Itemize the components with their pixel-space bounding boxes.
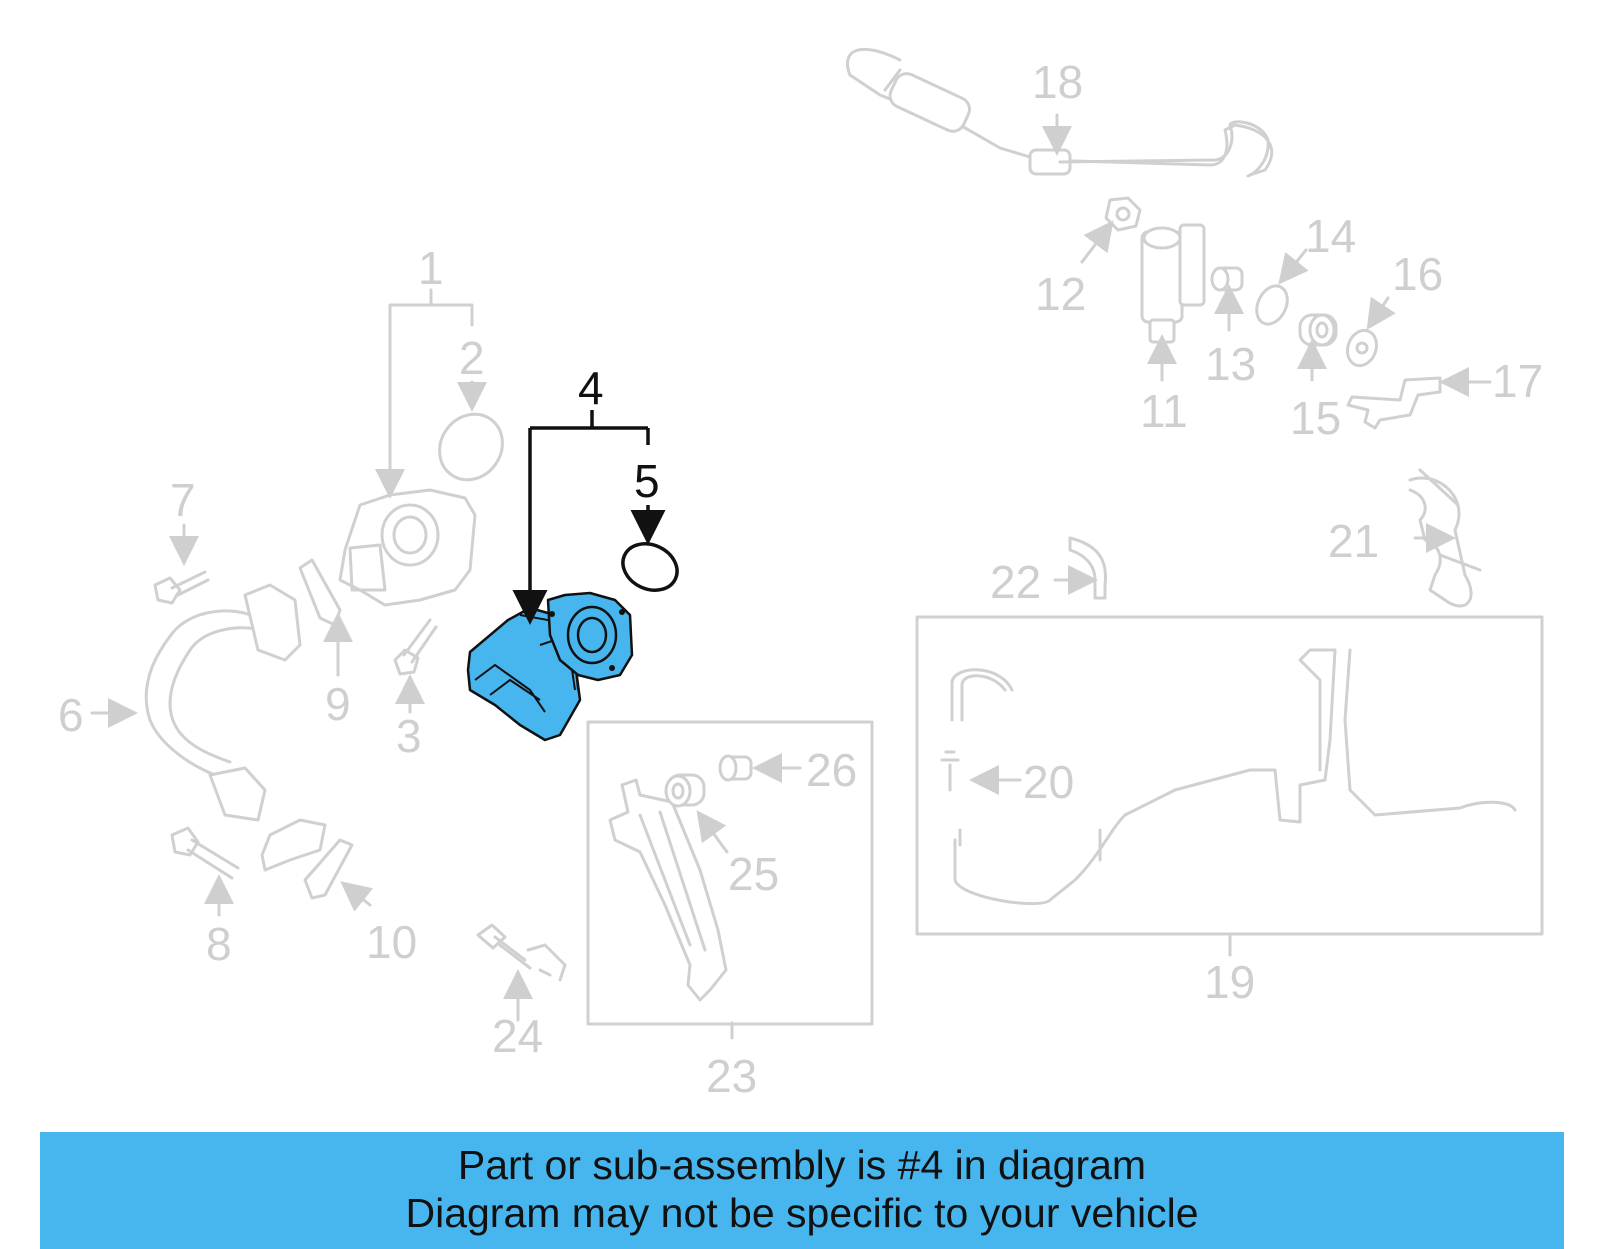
ring-part-14 — [1255, 284, 1289, 326]
callout-20: 20 — [1023, 756, 1074, 808]
callout-18: 18 — [1032, 56, 1083, 108]
hose-part-22 — [1068, 536, 1108, 600]
callout-19: 19 — [1204, 956, 1255, 1008]
gasket-part-10 — [303, 838, 354, 900]
callout-7: 7 — [170, 474, 196, 526]
callout-16: 16 — [1392, 248, 1443, 300]
bushing-part-25 — [664, 773, 706, 808]
callout-10: 10 — [366, 916, 417, 968]
egr-valve-part-4[interactable] — [466, 591, 634, 742]
banner-line-2: Diagram may not be specific to your vehi… — [405, 1190, 1199, 1236]
callout-14: 14 — [1305, 210, 1356, 262]
bushing-part-15 — [1298, 313, 1338, 347]
washer-part-16 — [1345, 328, 1379, 368]
callout-13: 13 — [1205, 338, 1256, 390]
callout-labels: 1 2 3 4 5 6 7 8 9 10 11 12 13 14 15 16 1… — [58, 56, 1543, 1102]
bolt-part-7 — [153, 570, 210, 605]
callout-25: 25 — [728, 848, 779, 900]
callout-2: 2 — [459, 332, 485, 384]
fitting-part-13 — [1210, 266, 1244, 292]
callout-26: 26 — [806, 744, 857, 796]
callout-9: 9 — [325, 678, 351, 730]
callout-1: 1 — [418, 242, 444, 294]
nut-part-12 — [1104, 196, 1142, 232]
box-part-19 — [915, 615, 1544, 936]
solenoid-part-11 — [1140, 223, 1206, 344]
callout-12: 12 — [1035, 268, 1086, 320]
callout-11: 11 — [1140, 385, 1188, 437]
pipe-part-6 — [144, 583, 327, 872]
callout-22: 22 — [990, 556, 1041, 608]
bracket-part-17 — [1346, 376, 1442, 430]
leader-lines — [90, 113, 1492, 1040]
callout-21: 21 — [1328, 515, 1379, 567]
callout-3: 3 — [396, 710, 422, 762]
o-ring-part-5 — [621, 542, 679, 592]
bolt-part-3 — [393, 618, 438, 676]
callout-17: 17 — [1492, 355, 1543, 407]
callout-6: 6 — [58, 689, 84, 741]
bolt-part-8 — [170, 826, 240, 880]
box-part-23 — [586, 720, 874, 1026]
callout-4: 4 — [578, 362, 604, 414]
callout-5: 5 — [634, 455, 660, 507]
fitting-part-26 — [718, 754, 753, 782]
callout-23: 23 — [706, 1050, 757, 1102]
gasket-part-2 — [438, 412, 504, 482]
banner-line-1: Part or sub-assembly is #4 in diagram — [457, 1142, 1147, 1188]
callout-8: 8 — [206, 918, 232, 970]
callout-24: 24 — [492, 1010, 543, 1062]
info-banner: Part or sub-assembly is #4 in diagram Di… — [40, 1132, 1564, 1249]
hose-part-18 — [846, 47, 1274, 178]
housing-part-1 — [338, 488, 477, 607]
tube-part-21 — [1408, 468, 1482, 608]
callout-15: 15 — [1290, 392, 1341, 444]
gasket-part-9 — [298, 558, 342, 627]
stud-part-24 — [476, 923, 567, 982]
